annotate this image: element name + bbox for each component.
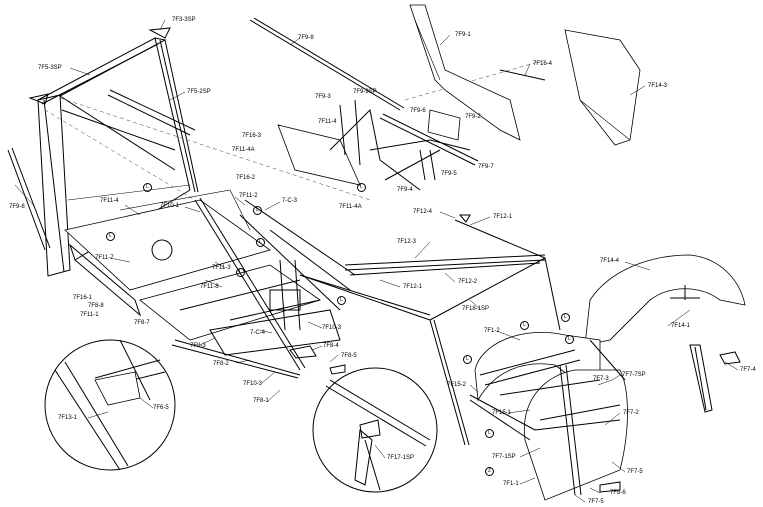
part-label: 7F7-5 xyxy=(627,469,643,475)
detail-view-7F13-1 xyxy=(44,339,176,471)
part-label: 7F3-3SP xyxy=(172,17,196,23)
part-label: 7F11-4 xyxy=(318,119,337,125)
part-label: 7F1-1 xyxy=(503,481,519,487)
part-label: 7F11-1 xyxy=(80,312,99,318)
part-label: 7F8-2 xyxy=(213,361,229,367)
part-label: 7F8-8 xyxy=(88,303,104,309)
part-label: 7F11-7 xyxy=(95,255,114,261)
cowl-7F14-4 xyxy=(584,254,746,346)
part-label: 7F11-4A xyxy=(339,204,362,210)
part-label: 7F5-3SP xyxy=(38,65,62,71)
part-label: 7F17-1SP xyxy=(387,455,415,461)
callout-marker: L xyxy=(463,355,472,364)
part-label: 7F13-1 xyxy=(58,415,78,421)
part-label: 7F9-3 xyxy=(315,94,331,100)
part-label: 7F10-3 xyxy=(322,325,342,331)
part-label: 7F10-3 xyxy=(243,381,263,387)
part-label: 7F12-1 xyxy=(493,214,513,220)
turtle-deck-parts xyxy=(249,4,546,191)
part-label: 7F10-1 xyxy=(160,203,180,209)
part-label: 7F8-1 xyxy=(253,398,269,404)
leader-lines xyxy=(14,19,739,503)
callout-marker: L xyxy=(337,296,346,305)
callout-marker: L xyxy=(236,268,245,277)
detail-view-7F17-1SP xyxy=(312,367,438,493)
part-label: 7F9-6 xyxy=(410,108,426,114)
part-label: 7F8-6 xyxy=(610,490,626,496)
part-label: 7F15-2 xyxy=(447,382,467,388)
spar-assembly xyxy=(299,214,561,446)
part-label: 7F12-3 xyxy=(397,239,417,245)
part-label: 7F7-2 xyxy=(623,410,639,416)
part-label: 7F16-2 xyxy=(236,175,256,181)
part-label: 7F12-1 xyxy=(403,284,423,290)
part-label: 7F14-4 xyxy=(600,258,620,264)
part-label: 7F9-1 xyxy=(455,32,471,38)
part-label: 7F16-3 xyxy=(242,133,262,139)
part-label: 7F8-7 xyxy=(134,320,150,326)
part-label: 7F16-1 xyxy=(73,295,93,301)
part-label: 7F9-4 xyxy=(397,187,413,193)
part-label: 7F1-2 xyxy=(484,328,500,334)
part-label: 7F14-1 xyxy=(671,323,691,329)
part-label: 7F11-3 xyxy=(212,265,231,271)
skin-panel-7F14-3 xyxy=(564,29,641,146)
loose-parts xyxy=(28,27,621,493)
part-label: 7F11-4A xyxy=(232,147,255,153)
part-label: 7F14-3 xyxy=(648,83,668,89)
part-label: 7F8-4 xyxy=(323,343,339,349)
part-label: 7F16-4 xyxy=(533,61,553,67)
part-label: 7-C-3 xyxy=(282,198,298,204)
callout-marker: L xyxy=(256,238,265,247)
part-label: 7F18-1SP xyxy=(462,306,490,312)
part-label: 7-C-4 xyxy=(250,330,266,336)
callout-marker: L xyxy=(485,429,494,438)
callout-marker: L xyxy=(106,232,115,241)
part-label: 7F8-5 xyxy=(341,353,357,359)
part-label: 7F7-5 xyxy=(588,499,604,505)
part-label: 7F5-2SP xyxy=(187,89,211,95)
part-label: 7F7-7SP xyxy=(622,372,646,378)
part-label: 7F9-8 xyxy=(9,204,25,210)
part-label: 7F12-4 xyxy=(413,209,433,215)
callout-marker: L xyxy=(520,321,529,330)
firewall-assembly xyxy=(469,331,628,501)
callout-marker: L xyxy=(143,183,152,192)
callout-marker: Z xyxy=(485,467,494,476)
part-label: 7F9-7 xyxy=(478,164,494,170)
part-label: 7F9-9SP xyxy=(353,89,377,95)
part-label: 7F15-1 xyxy=(492,410,512,416)
part-label: 7F6-5 xyxy=(153,405,169,411)
callout-marker: L xyxy=(565,335,574,344)
part-label: 7F7-1SP xyxy=(492,454,516,460)
part-label: 7F8-3 xyxy=(190,343,206,349)
part-label: 7F12-2 xyxy=(458,279,478,285)
callout-marker: L xyxy=(253,206,262,215)
callout-marker: L xyxy=(561,313,570,322)
part-label: 7F11-4 xyxy=(100,198,119,204)
strut-7F7-4 xyxy=(689,344,741,413)
part-label: 7F7-4 xyxy=(740,367,756,373)
fuselage-frame xyxy=(7,37,431,379)
callout-marker: L xyxy=(357,183,366,192)
part-label: 7F11-8 xyxy=(200,284,219,290)
part-label: 7F11-2 xyxy=(239,193,258,199)
part-label: 7F7-3 xyxy=(593,376,609,382)
part-label: 7F9-2 xyxy=(465,114,481,120)
part-label: 7F9-8 xyxy=(298,35,314,41)
part-label: 7F9-5 xyxy=(441,171,457,177)
